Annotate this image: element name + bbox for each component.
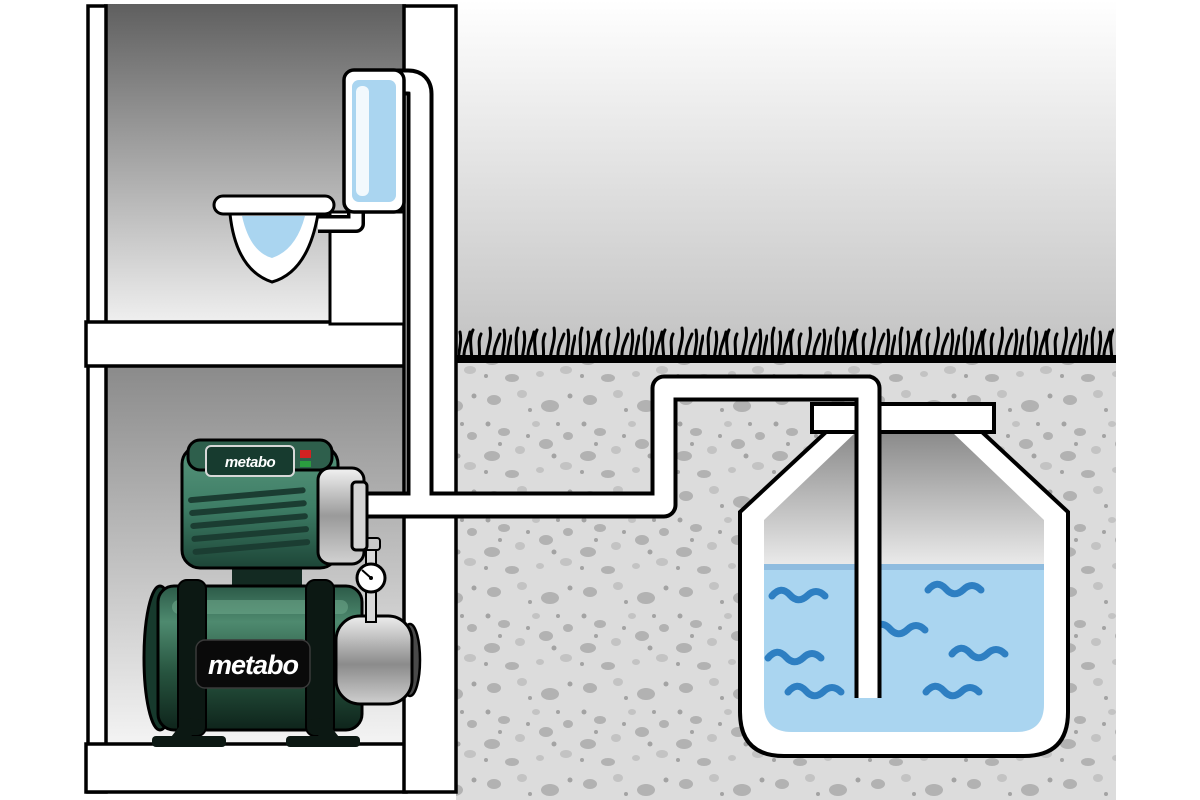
grass [458,320,1114,358]
pump-label-text: metabo [225,454,276,471]
tank-logo-plate [195,639,311,689]
gauge-needle [361,569,372,579]
pump-label-plate [205,445,295,477]
cistern-lid [810,402,996,434]
underground-cistern [738,402,1070,758]
tank-foot-right [286,736,360,747]
pressure-tank-highlight [172,600,348,614]
sky-background [456,0,1116,356]
tank-logo-text: metabo [208,650,299,680]
motor-fins [188,487,311,555]
toilet-bowl-water [242,216,305,258]
gauge-hub [369,576,373,580]
pump-flange [350,480,369,552]
toilet-rim [212,194,336,216]
suction-pipe [352,378,878,698]
tank-foot-left [152,736,226,747]
indicator-green-icon [300,461,311,467]
ground-line [456,355,1116,363]
indicator-red-icon [300,450,311,458]
riser-pipe [394,72,430,505]
cistern-highlight [356,86,369,196]
toilet [212,68,406,326]
small-vessel [334,614,414,706]
piping [352,68,882,698]
left-wall [86,4,108,794]
cistern-water [764,564,1044,732]
basement-floor [84,742,408,794]
pump: metabo metabo [142,438,422,747]
floor-slab [84,320,408,368]
